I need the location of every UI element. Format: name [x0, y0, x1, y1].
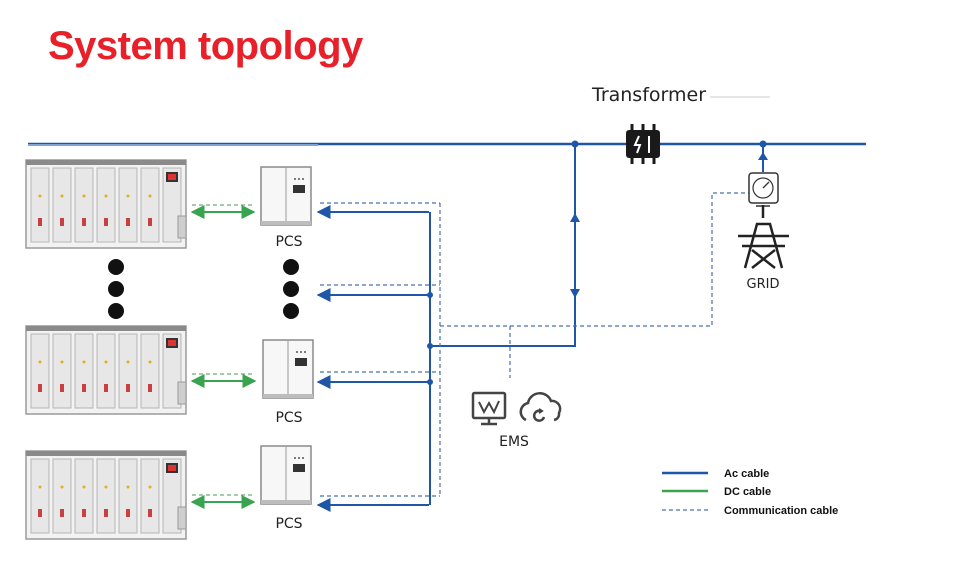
ems-monitor-icon: [471, 391, 507, 426]
legend-comm-label: Communication cable: [724, 505, 838, 517]
cloud-icon: [519, 392, 562, 422]
pcs-cabinet-icon: [262, 339, 314, 399]
legend-ac-label: Ac cable: [724, 468, 769, 480]
pcs-cabinet-icon: [260, 445, 312, 505]
ac-bus-faint-segment: [28, 144, 318, 146]
ellipsis-dots: [108, 259, 299, 319]
pcs-label: PCS: [275, 234, 302, 250]
page-title: System topology: [48, 24, 363, 68]
pcs-label: PCS: [275, 410, 302, 426]
comm-cable: [320, 192, 752, 497]
battery-cabinet-icon: [25, 450, 187, 540]
legend: Ac cable DC cable Communication cable: [662, 468, 838, 517]
grid-tower-icon: [738, 205, 789, 269]
pcs-cabinet-icon: [260, 166, 312, 226]
pcs-label: PCS: [275, 516, 302, 532]
comm-cable: [192, 204, 255, 496]
battery-cabinet-icon: [25, 159, 187, 249]
transformer-label: Transformer: [591, 84, 706, 106]
ems-label: EMS: [499, 434, 529, 450]
legend-dc-label: DC cable: [724, 486, 771, 498]
grid-label: GRID: [747, 277, 780, 292]
dc-cable: [190, 205, 257, 509]
transformer-icon: [626, 124, 660, 164]
meter-icon: [748, 172, 779, 207]
battery-cabinet-icon: [25, 325, 187, 415]
ac-cable: [316, 144, 576, 512]
